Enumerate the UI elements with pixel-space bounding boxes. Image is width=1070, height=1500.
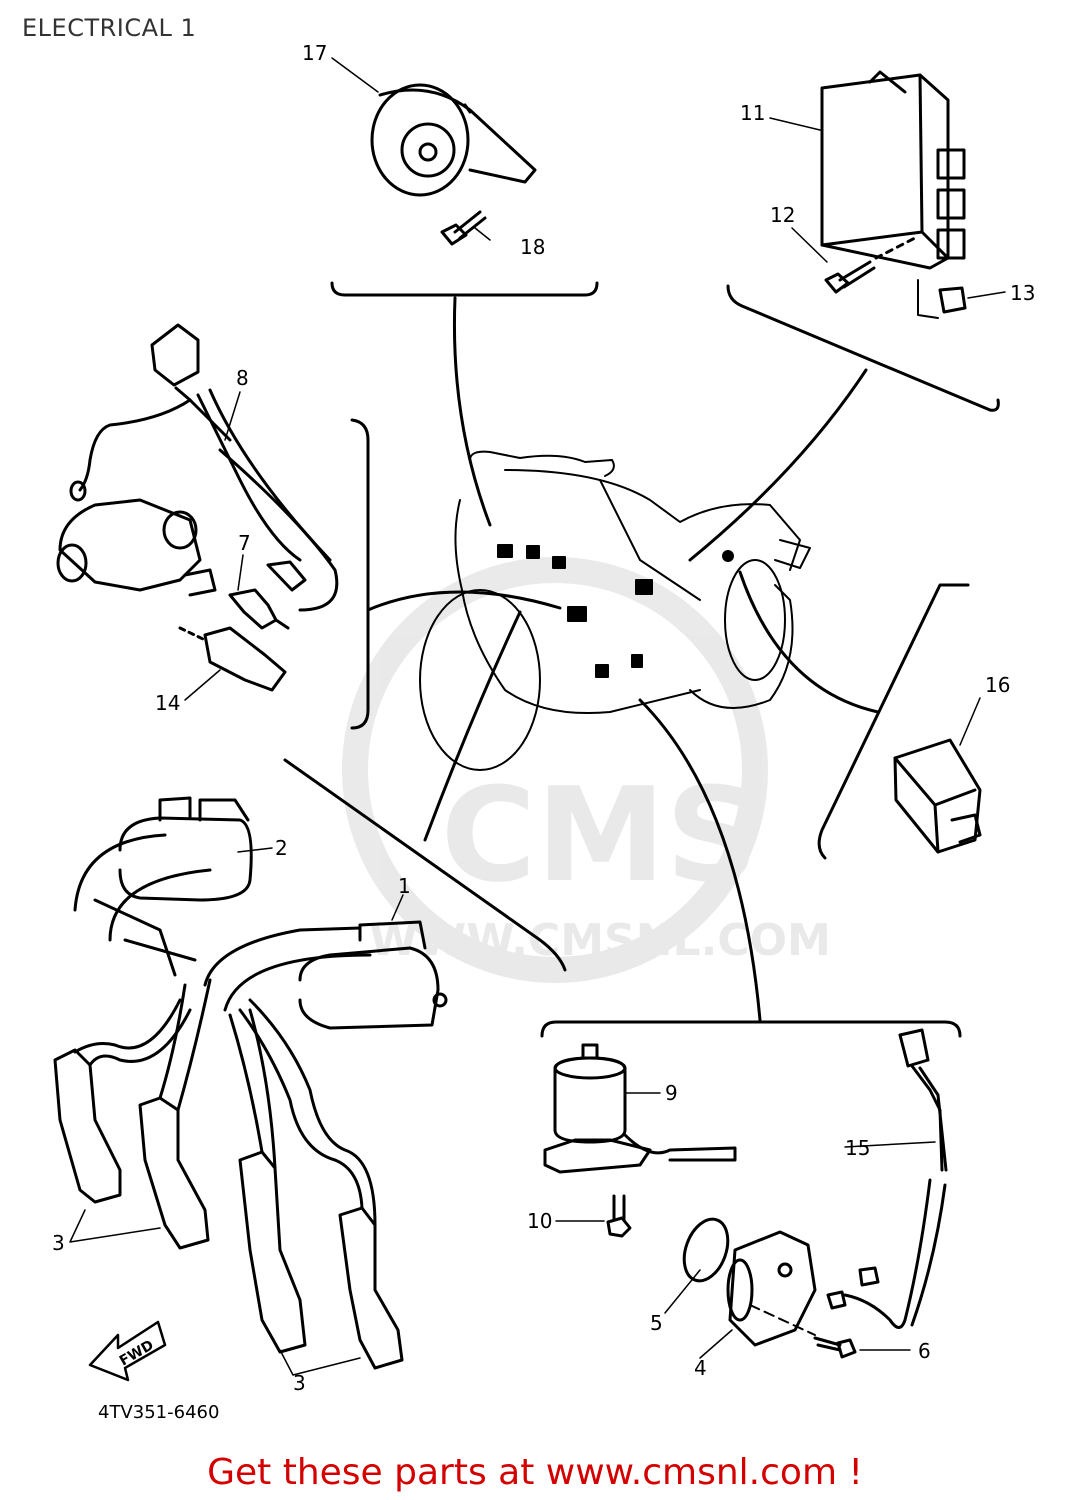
callout-10: 10 xyxy=(527,1209,552,1233)
ignition-coil-part-1 xyxy=(203,920,448,1030)
callout-14: 14 xyxy=(155,691,180,715)
bolt-part-18 xyxy=(440,210,487,246)
callout-18: 18 xyxy=(520,235,545,259)
screw-part-6 xyxy=(813,1336,857,1359)
bolt-part-12 xyxy=(824,236,917,294)
page-title: ELECTRICAL 1 xyxy=(22,14,197,42)
watermark-url: WWW.CMSNL.COM xyxy=(369,915,831,966)
sensor-part-4 xyxy=(726,1230,817,1347)
ignition-coil-part-2 xyxy=(73,796,253,977)
o-ring-part-5 xyxy=(682,1217,730,1283)
callout-11: 11 xyxy=(740,101,765,125)
callout-3-left: 3 xyxy=(52,1231,65,1255)
mounting-marks xyxy=(497,544,734,678)
leader-cdi xyxy=(688,368,868,562)
watermark-brand: CMS xyxy=(441,759,759,911)
cdi-unit-part-11 xyxy=(820,70,966,270)
relay-part-16 xyxy=(893,738,982,854)
switch-part-7 xyxy=(228,560,307,630)
callout-16: 16 xyxy=(985,673,1010,697)
sensor-lead-part-15 xyxy=(826,1028,948,1329)
callout-15: 15 xyxy=(845,1136,870,1160)
bracket-relay-group xyxy=(817,583,970,860)
horn-part-17 xyxy=(370,83,537,197)
bracket-cdi-group xyxy=(726,284,1000,412)
callout-4: 4 xyxy=(694,1356,707,1380)
bracket-ignition-group xyxy=(283,758,567,972)
fwd-arrow xyxy=(88,1320,167,1382)
callout-13: 13 xyxy=(1010,281,1035,305)
leader-sensor xyxy=(366,590,562,612)
watermark: CMS WWW.CMSNL.COM xyxy=(342,557,831,983)
engine-outline xyxy=(419,450,811,771)
sensor-housing xyxy=(56,498,217,597)
bolt-part-10 xyxy=(606,1194,632,1238)
callout-7: 7 xyxy=(238,531,251,555)
bracket-sensor-group xyxy=(350,418,370,730)
diagram-code: 4TV351-6460 xyxy=(98,1402,219,1423)
leader-horn xyxy=(452,296,492,527)
fwd-label: FWD xyxy=(117,1337,157,1369)
cmsnl-parts-link[interactable]: Get these parts at www.cmsnl.com ! xyxy=(207,1452,863,1493)
callout-6: 6 xyxy=(918,1339,931,1363)
callout-9: 9 xyxy=(665,1081,678,1105)
plug-caps-part-3-right xyxy=(228,998,404,1370)
switch-part-14 xyxy=(178,626,287,692)
watermark-ring xyxy=(342,557,768,983)
callout-3-right: 3 xyxy=(293,1371,306,1395)
callout-8: 8 xyxy=(236,366,249,390)
callout-1: 1 xyxy=(398,874,411,898)
bracket-horn-group xyxy=(330,281,599,297)
solenoid-part-9 xyxy=(543,1043,737,1174)
sensor-part-8 xyxy=(69,323,339,612)
nut-part-13 xyxy=(917,279,967,319)
callout-5: 5 xyxy=(650,1311,663,1335)
plug-caps-part-3-left xyxy=(53,978,212,1250)
callout-leaders xyxy=(69,57,1006,1376)
callout-2: 2 xyxy=(275,836,288,860)
bracket-starter-group xyxy=(540,1020,962,1038)
callout-12: 12 xyxy=(770,203,795,227)
leader-relay xyxy=(738,570,880,714)
leader-ignition xyxy=(423,610,522,842)
callout-labels: 17 18 11 12 13 8 7 14 16 2 1 3 3 9 15 10… xyxy=(52,41,1035,1423)
leader-starter xyxy=(638,698,762,1022)
callout-17: 17 xyxy=(302,41,327,65)
